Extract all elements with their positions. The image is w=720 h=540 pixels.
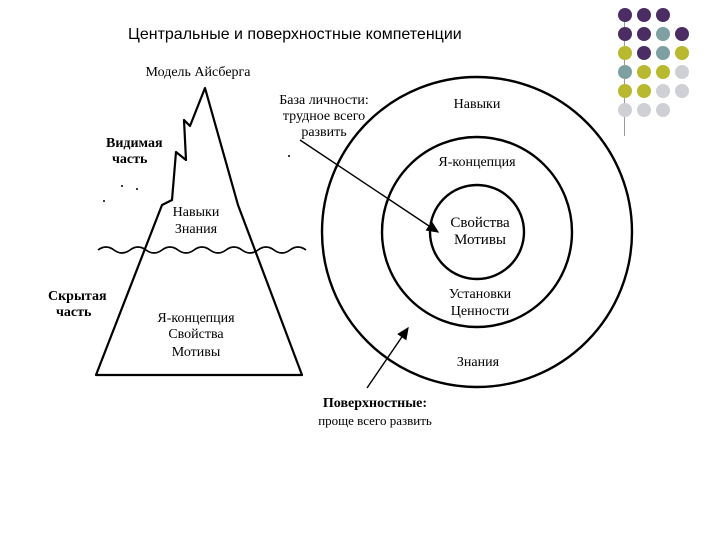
outer-top-label: Навыки (454, 97, 501, 112)
iceberg-below-water-line1: Я-концепция (157, 311, 235, 326)
decor-dot (675, 65, 689, 79)
inner-label-line1: Свойства (450, 215, 510, 231)
base-caption-line3: развить (301, 125, 346, 140)
speckle (136, 188, 138, 190)
decor-dot (618, 27, 632, 41)
decor-dot-grid (618, 8, 718, 138)
iceberg-visible-label-line1: Видимая (106, 136, 163, 151)
middle-bottom-label-line2: Ценности (451, 304, 510, 319)
decor-dot (618, 46, 632, 60)
decor-dot (637, 103, 651, 117)
middle-bottom-label-line1: Установки (449, 287, 512, 302)
decor-dot (675, 84, 689, 98)
decor-dot (637, 84, 651, 98)
base-caption-line2: трудное всего (283, 109, 365, 124)
iceberg-outline (94, 86, 304, 377)
base-caption-line1: База личности: (279, 93, 369, 108)
iceberg-below-water-line3: Мотивы (172, 345, 221, 360)
water-line (97, 246, 307, 254)
surface-caption-line1: Поверхностные: (323, 396, 427, 411)
decor-dot (656, 27, 670, 41)
decor-dot (637, 46, 651, 60)
middle-top-label: Я-концепция (438, 155, 516, 170)
iceberg-above-water-line1: Навыки (173, 205, 220, 220)
iceberg-hidden-label-line2: часть (56, 305, 92, 320)
surface-caption-line2: проще всего развить (318, 413, 432, 428)
decor-dot (618, 103, 632, 117)
decor-dot (637, 27, 651, 41)
speckle (103, 200, 105, 202)
decor-dot (656, 103, 670, 117)
decor-dot (675, 46, 689, 60)
iceberg-above-water-line2: Знания (175, 222, 218, 237)
outer-bottom-label: Знания (457, 355, 500, 370)
surface-arrow (366, 326, 409, 389)
inner-label-line2: Мотивы (454, 232, 506, 248)
decor-dot (656, 65, 670, 79)
decor-dot (656, 8, 670, 22)
base-arrow (299, 139, 440, 233)
slide-title: Центральные и поверхностные компетенции (128, 26, 462, 43)
iceberg-visible-label-line2: часть (112, 152, 148, 167)
decor-dot (618, 65, 632, 79)
speckle (288, 155, 290, 157)
middle-circle (380, 135, 574, 329)
speckle (121, 185, 123, 187)
decor-dot (675, 27, 689, 41)
decor-dot (618, 8, 632, 22)
decor-dot (618, 84, 632, 98)
outer-circle (320, 75, 634, 389)
decor-dot (637, 8, 651, 22)
decor-dot (656, 46, 670, 60)
decor-dot (637, 65, 651, 79)
iceberg-model-title: Модель Айсберга (146, 65, 252, 80)
decor-dot (656, 84, 670, 98)
iceberg-below-water-line2: Свойства (168, 327, 224, 342)
iceberg-hidden-label-line1: Скрытая (48, 289, 107, 304)
